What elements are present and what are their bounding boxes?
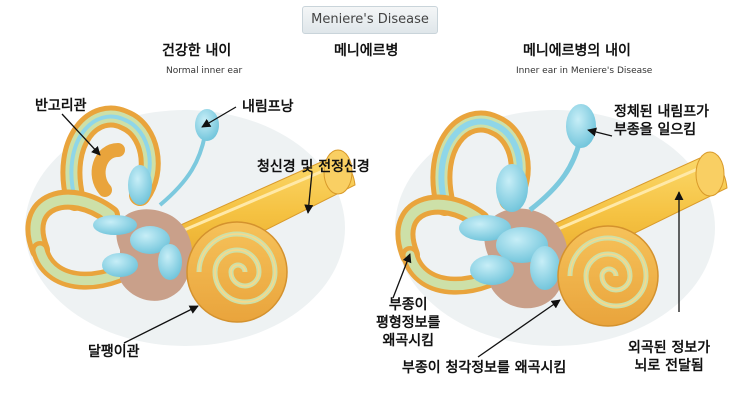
heading-normal-inner-ear-en: Normal inner ear xyxy=(166,66,243,76)
left-arrows xyxy=(61,106,314,344)
right-arrows xyxy=(392,127,684,358)
label-balance-distort-line3: 왜곡시킴 xyxy=(382,333,434,349)
cochlea xyxy=(557,225,659,327)
label-swollen-endolymph-line2: 부종을 일으킴 xyxy=(614,122,697,138)
heading-meniere-inner-ear-kr: 메니에르병의 내이 xyxy=(523,43,631,59)
label-swollen-endolymph: 정체된 내림프가 부종을 일으킴 xyxy=(614,103,709,139)
normal-inner-ear xyxy=(25,105,356,346)
vestibule xyxy=(93,165,193,301)
label-nerves: 청신경 및 전정신경 xyxy=(257,159,370,175)
label-swollen-endolymph-line1: 정체된 내림프가 xyxy=(614,104,710,120)
heading-meniere-inner-ear-en: Inner ear in Meniere's Disease xyxy=(516,66,653,76)
heading-normal-inner-ear-kr: 건강한 내이 xyxy=(162,43,232,59)
label-brain-transmit-line2: 뇌로 전달됨 xyxy=(634,358,704,374)
title-tab: Meniere's Disease xyxy=(302,6,438,34)
vestibule-swollen xyxy=(459,164,568,309)
meniere-inner-ear xyxy=(392,104,728,358)
cochlea xyxy=(186,221,288,323)
label-brain-transmit: 외곡된 정보가 뇌로 전달됨 xyxy=(628,339,710,375)
endolymphatic-sac-swollen xyxy=(528,104,596,212)
label-balance-distort-line2: 평형정보를 xyxy=(376,315,441,331)
label-brain-transmit-line1: 외곡된 정보가 xyxy=(628,340,711,356)
label-cochlea: 달팽이관 xyxy=(88,344,140,360)
label-balance-distort-line1: 부종이 xyxy=(388,297,428,313)
label-balance-distort: 부종이 평형정보를 왜곡시킴 xyxy=(376,296,440,350)
label-semicircular-canals: 반고리관 xyxy=(35,98,87,114)
label-endolymphatic-sac: 내림프낭 xyxy=(242,99,294,115)
label-hearing-distort: 부종이 청각정보를 왜곡시킴 xyxy=(402,360,567,376)
heading-center: 메니에르병 xyxy=(334,43,399,59)
